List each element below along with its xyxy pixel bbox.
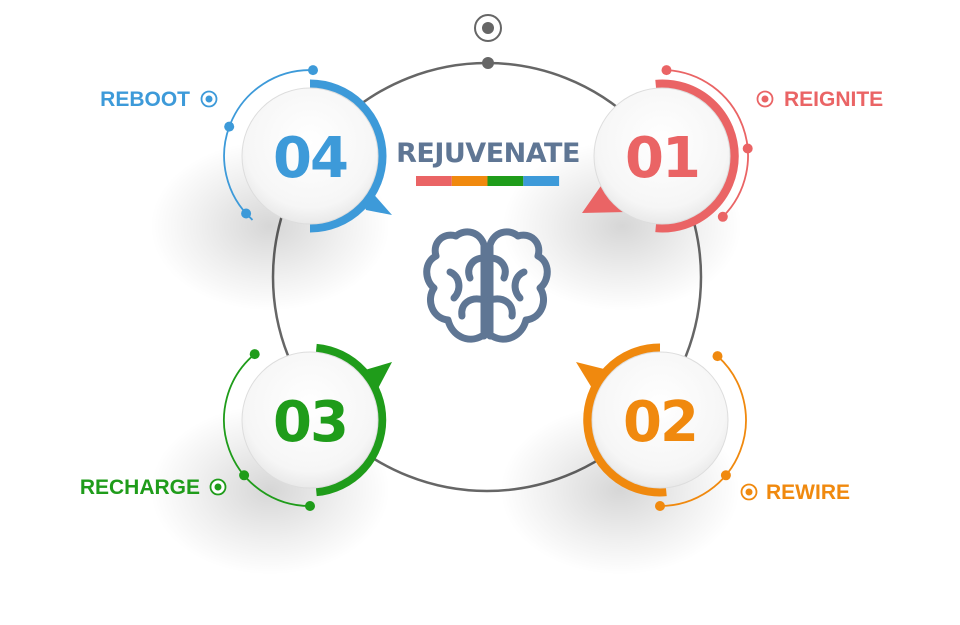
step-label: REBOOT [100, 88, 190, 111]
step-disc [241, 351, 379, 489]
step-number: 01 [625, 126, 699, 191]
label-bullet-icon [756, 90, 774, 108]
step-number: 04 [273, 126, 347, 191]
label-bullet-icon [740, 483, 758, 501]
step-disc [591, 351, 729, 489]
thick-arc [309, 79, 387, 233]
step-label: RECHARGE [80, 476, 200, 499]
step-number: 03 [273, 390, 347, 455]
color-bar-segment [416, 176, 452, 186]
color-bar-segment [523, 176, 560, 186]
arc-dot [655, 501, 665, 511]
step-reboot: 04 REBOOT [100, 65, 392, 311]
thin-arc [659, 355, 747, 507]
thin-arc [223, 353, 311, 507]
diagram-title: REJUVENATE [396, 138, 580, 169]
pointer-arrow [576, 362, 616, 398]
step-disc [241, 87, 379, 225]
step-disc [593, 87, 731, 225]
step-label: REWIRE [766, 481, 850, 504]
arc-dot [241, 208, 252, 219]
thick-arc [315, 343, 387, 497]
thick-arc [583, 343, 667, 497]
ring-top-dot [482, 57, 494, 69]
arc-dot [305, 501, 315, 511]
step-label: REIGNITE [784, 88, 883, 111]
brain-icon [423, 228, 551, 343]
arc-dot [712, 351, 723, 362]
target-icon [474, 14, 502, 42]
color-bar-segment [451, 176, 488, 186]
label-bullet-icon [200, 90, 218, 108]
arc-dot [661, 65, 672, 76]
pointer-arrow [358, 362, 392, 400]
step-reignite: 01 REIGNITE [502, 65, 883, 311]
arc-dot [224, 121, 235, 132]
thick-arc [655, 79, 739, 233]
thin-arc [666, 69, 749, 218]
step-number: 02 [623, 390, 697, 455]
color-bar [416, 176, 560, 186]
arc-dot [742, 143, 753, 154]
arc-dot [717, 211, 728, 222]
label-bullet-icon [209, 478, 227, 496]
arc-dot [239, 470, 250, 481]
arc-dot [720, 470, 731, 481]
arc-dot [308, 65, 318, 76]
arc-dot [249, 349, 260, 360]
color-bar-segment [487, 176, 524, 186]
